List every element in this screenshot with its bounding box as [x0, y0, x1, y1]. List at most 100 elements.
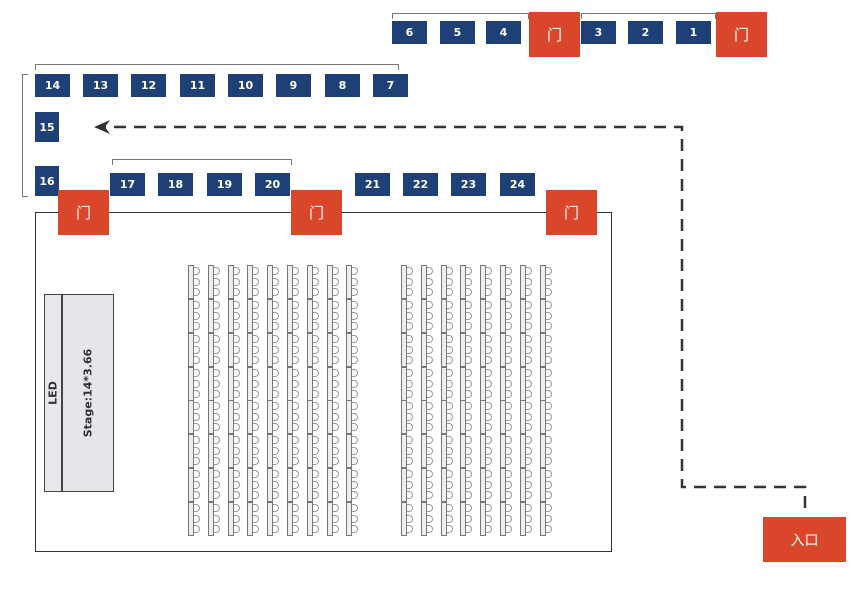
booth-3[interactable]: 3	[581, 21, 616, 44]
chair	[545, 504, 552, 512]
booth-7[interactable]: 7	[373, 74, 408, 97]
door[interactable]: 门	[529, 12, 580, 57]
table	[519, 299, 526, 333]
hall-door[interactable]: 门	[546, 190, 597, 235]
booth-11[interactable]: 11	[180, 74, 215, 97]
booth-13[interactable]: 13	[83, 74, 118, 97]
booth-19[interactable]: 19	[207, 173, 242, 196]
booth-5[interactable]: 5	[440, 21, 475, 44]
chair	[466, 267, 473, 275]
chair	[426, 423, 433, 431]
chair	[506, 345, 512, 354]
table-segment	[500, 333, 514, 367]
booth-10[interactable]: 10	[228, 74, 263, 97]
table	[267, 468, 274, 502]
booth-17[interactable]: 17	[110, 173, 145, 196]
table-segment	[440, 265, 455, 299]
seat-column	[207, 400, 222, 536]
table	[287, 502, 293, 536]
chair	[466, 480, 473, 489]
booth-20[interactable]: 20	[255, 173, 290, 196]
chair	[213, 288, 220, 296]
chair	[506, 267, 512, 275]
chair	[273, 267, 280, 275]
chair	[506, 277, 512, 286]
chair	[233, 301, 240, 309]
chair	[213, 301, 220, 309]
table-segment	[519, 468, 534, 502]
booth-2[interactable]: 2	[628, 21, 663, 44]
chair	[545, 470, 552, 478]
table	[326, 265, 333, 299]
table	[326, 502, 333, 536]
table	[326, 299, 333, 333]
chair	[352, 525, 359, 533]
chair	[233, 402, 240, 410]
door[interactable]: 门	[716, 12, 767, 57]
chair	[293, 514, 299, 523]
chair	[486, 412, 493, 421]
table	[460, 299, 467, 333]
seat-column	[287, 400, 301, 536]
chair	[293, 491, 299, 499]
booth-14[interactable]: 14	[35, 74, 70, 97]
table-segment	[227, 468, 242, 502]
table	[267, 333, 274, 367]
entrance[interactable]: 入口	[763, 517, 846, 562]
chair	[233, 345, 240, 354]
chair	[486, 277, 493, 286]
booth-21[interactable]: 21	[355, 173, 390, 196]
chair	[332, 491, 339, 499]
chair	[352, 345, 359, 354]
chair	[407, 436, 413, 444]
table	[227, 434, 234, 468]
chair	[446, 356, 453, 364]
booth-22[interactable]: 22	[403, 173, 438, 196]
table	[480, 299, 487, 333]
chair	[293, 288, 299, 296]
table	[188, 434, 194, 468]
table-segment	[519, 434, 534, 468]
booth-16[interactable]: 16	[35, 166, 59, 196]
hall-door[interactable]: 门	[58, 190, 109, 235]
booth-23[interactable]: 23	[451, 173, 486, 196]
booth-12[interactable]: 12	[131, 74, 166, 97]
booth-1[interactable]: 1	[676, 21, 711, 44]
table-segment	[480, 468, 494, 502]
table-segment	[227, 434, 242, 468]
chair	[407, 480, 413, 489]
chair	[352, 301, 359, 309]
table-segment	[346, 299, 360, 333]
chair	[293, 369, 299, 377]
chair	[525, 267, 532, 275]
chair	[426, 311, 433, 320]
booth-4[interactable]: 4	[486, 21, 521, 44]
table	[188, 502, 194, 536]
table	[227, 299, 234, 333]
seat-column	[227, 400, 242, 536]
booth-15[interactable]: 15	[35, 112, 59, 142]
chair	[525, 423, 532, 431]
booth-18[interactable]: 18	[158, 173, 193, 196]
booth-24[interactable]: 24	[500, 173, 535, 196]
chair	[466, 412, 473, 421]
booth-9[interactable]: 9	[276, 74, 311, 97]
seat-column	[287, 265, 301, 401]
booth-8[interactable]: 8	[325, 74, 360, 97]
table	[519, 367, 526, 401]
chair	[352, 311, 359, 320]
chair	[233, 356, 240, 364]
chair	[407, 345, 413, 354]
chair	[213, 457, 220, 465]
booth-6[interactable]: 6	[392, 21, 427, 44]
chair	[233, 322, 240, 330]
hall-door[interactable]: 门	[291, 190, 342, 235]
table	[227, 333, 234, 367]
chair	[273, 379, 280, 388]
chair	[213, 356, 220, 364]
table-segment	[539, 299, 554, 333]
chair	[426, 525, 433, 533]
table-segment	[401, 299, 415, 333]
chair	[194, 436, 200, 444]
chair	[332, 525, 339, 533]
